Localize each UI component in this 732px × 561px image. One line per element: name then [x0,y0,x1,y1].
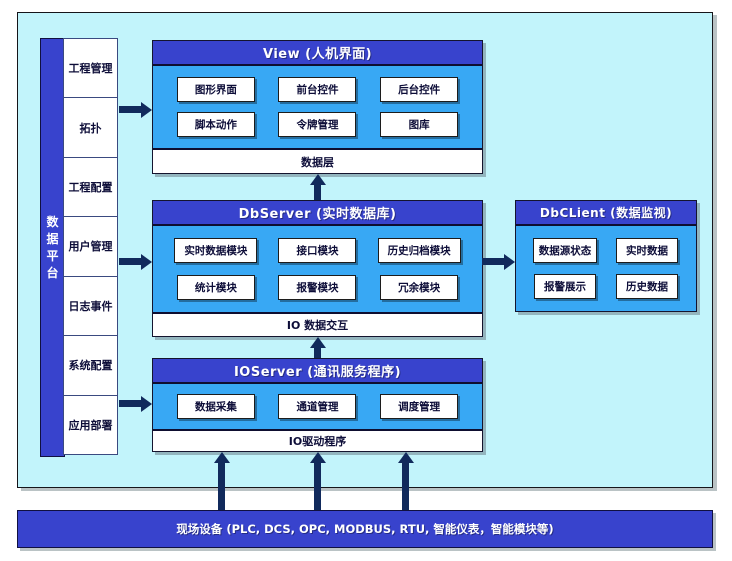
ioserver-box: IOServer (通讯服务程序) 数据采集 通道管理 调度管理 IO驱动程序 [152,358,483,452]
ioserver-box-body: 数据采集 通道管理 调度管理 [153,384,482,429]
module-statistics: 统计模块 [176,275,255,300]
module-back-controls: 后台控件 [380,77,459,102]
arrow-dbserver-to-view [310,174,326,200]
field-devices-bar: 现场设备 (PLC, DCS, OPC, MODBUS, RTU, 智能仪表，智… [17,510,713,548]
io-driver-strip: IO驱动程序 [153,429,482,451]
sidebar-item-system-config: 系统配置 [63,335,118,396]
module-graphic-ui: 图形界面 [176,77,255,102]
view-box: View (人机界面) 图形界面 前台控件 后台控件 脚本动作 令牌管理 图库 … [152,40,483,174]
vertical-char: 平 [46,248,59,263]
sidebar-item-app-deploy: 应用部署 [63,394,118,455]
arrow-shaft [119,106,141,113]
dbserver-box-body: 实时数据模块 接口模块 历史归档模块 统计模块 报警模块 冗余模块 [153,226,482,312]
sidebar-item-log-events: 日志事件 [63,275,118,337]
arrow-platform-to-dbserver [119,254,152,270]
arrow-shaft [314,461,321,510]
arrow-platform-to-ioserver [119,396,152,412]
sidebar-item-topology: 拓扑 [63,97,118,158]
arrow-ioserver-to-dbserver [310,337,326,358]
dbclient-box: DbCLient (数据监视) 数据源状态 实时数据 报警展示 历史数据 [515,200,697,312]
dbclient-box-title: DbCLient (数据监视) [516,201,696,226]
module-front-controls: 前台控件 [278,77,357,102]
module-datasource-status: 数据源状态 [532,237,598,263]
sidebar-item-user-management: 用户管理 [63,216,118,277]
data-platform-bar: 数 据 平 台 [40,38,65,457]
arrow-shaft [314,346,321,358]
module-history-data: 历史数据 [616,274,678,300]
arrow-shaft [218,461,225,510]
view-data-layer-strip: 数据层 [153,148,482,173]
module-alarm: 报警模块 [278,275,357,300]
module-dispatch-management: 调度管理 [380,394,459,419]
module-data-acquisition: 数据采集 [176,394,255,419]
arrow-shaft [314,183,321,200]
module-realtime-data: 实时数据模块 [174,238,258,263]
module-gallery: 图库 [380,112,459,137]
arrow-head-icon [310,452,326,463]
vertical-char: 台 [46,265,59,280]
vertical-char: 数 [46,214,59,229]
dbserver-box-title: DbServer (实时数据库) [153,201,482,226]
dbserver-box: DbServer (实时数据库) 实时数据模块 接口模块 历史归档模块 统计模块… [152,200,483,337]
arrow-shaft [482,258,504,265]
arrow-devices-to-ioserver-left [214,452,230,510]
arrow-head-icon [398,452,414,463]
arrow-shaft [402,461,409,510]
io-data-exchange-strip: IO 数据交互 [153,312,482,336]
arrow-shaft [119,258,141,265]
module-alarm-display: 报警展示 [534,274,596,300]
module-token-management: 令牌管理 [278,112,357,137]
arrow-devices-to-ioserver-right [398,452,414,510]
arrow-head-icon [141,102,152,118]
arrow-devices-to-ioserver-middle [310,452,326,510]
sidebar-item-project-management: 工程管理 [63,38,118,99]
arrow-platform-to-view [119,102,152,118]
arrow-head-icon [214,452,230,463]
module-realtime-data-view: 实时数据 [616,237,678,263]
arrow-head-icon [310,337,326,348]
arrow-head-icon [504,254,515,270]
platform-function-list: 工程管理 拓扑 工程配置 用户管理 日志事件 系统配置 应用部署 [63,38,118,455]
module-history-archive: 历史归档模块 [377,238,461,263]
arrow-head-icon [141,396,152,412]
module-redundancy: 冗余模块 [380,275,459,300]
sidebar-item-project-config: 工程配置 [63,156,118,218]
module-channel-management: 通道管理 [278,394,357,419]
dbclient-box-body: 数据源状态 实时数据 报警展示 历史数据 [516,226,696,311]
arrow-head-icon [310,174,326,185]
view-box-body: 图形界面 前台控件 后台控件 脚本动作 令牌管理 图库 [153,66,482,148]
vertical-char: 据 [46,231,59,246]
ioserver-box-title: IOServer (通讯服务程序) [153,359,482,384]
view-box-title: View (人机界面) [153,41,482,66]
module-interface: 接口模块 [278,238,357,263]
arrow-shaft [119,400,141,407]
arrow-dbserver-to-dbclient [482,254,515,270]
arrow-head-icon [141,254,152,270]
module-script-actions: 脚本动作 [176,112,255,137]
